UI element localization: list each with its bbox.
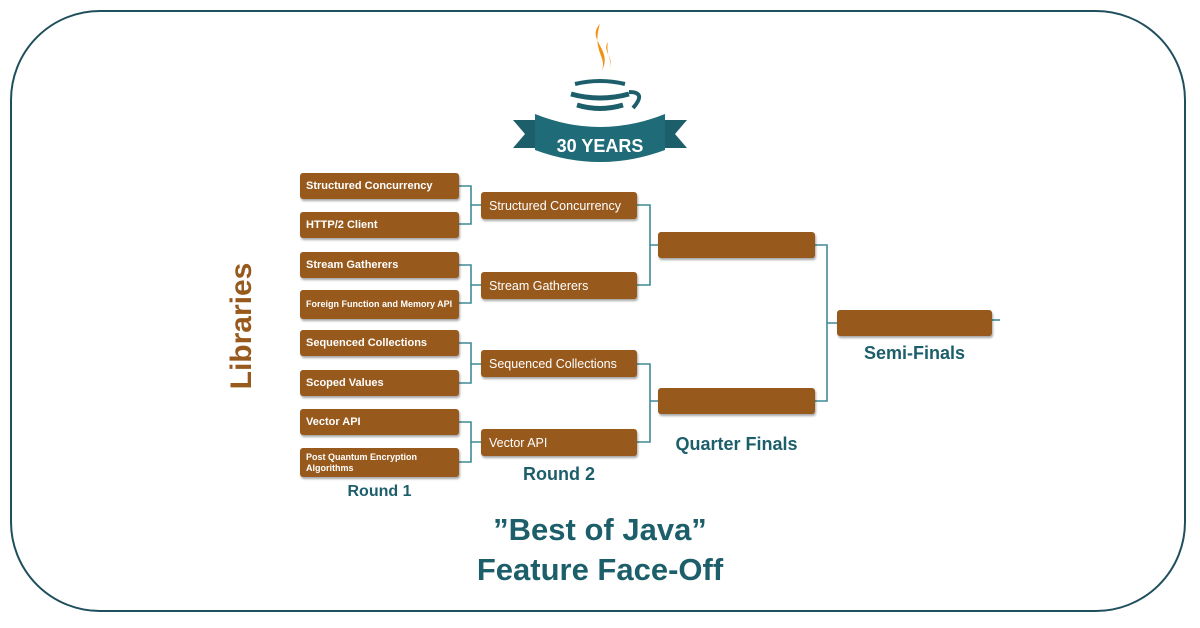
title-line-2: Feature Face-Off bbox=[476, 552, 724, 587]
rounded-frame bbox=[10, 10, 1186, 612]
logo-text: 30 YEARS bbox=[557, 136, 644, 156]
libraries-label: Libraries bbox=[225, 262, 258, 390]
quarter-final-box-1[interactable] bbox=[658, 232, 815, 258]
round1-box-2[interactable]: HTTP/2 Client bbox=[300, 212, 459, 238]
round1-box-3[interactable]: Stream Gatherers bbox=[300, 252, 459, 278]
round2-box-4[interactable]: Vector API bbox=[481, 429, 637, 456]
round1-box-4[interactable]: Foreign Function and Memory API bbox=[300, 290, 459, 319]
round2-box-3[interactable]: Sequenced Collections bbox=[481, 350, 637, 377]
round1-box-8[interactable]: Post Quantum Encryption Algorithms bbox=[300, 448, 459, 477]
round1-box-1[interactable]: Structured Concurrency bbox=[300, 173, 459, 199]
round2-box-1[interactable]: Structured Concurrency bbox=[481, 192, 637, 219]
round2-box-2[interactable]: Stream Gatherers bbox=[481, 272, 637, 299]
round1-box-6[interactable]: Scoped Values bbox=[300, 370, 459, 396]
semi-finals-label: Semi-Finals bbox=[863, 343, 966, 363]
round1-box-5[interactable]: Sequenced Collections bbox=[300, 330, 459, 356]
semi-final-box[interactable] bbox=[837, 310, 992, 336]
round2-label: Round 2 bbox=[523, 464, 595, 484]
title-line-1: ”Best of Java” bbox=[493, 512, 707, 547]
round1-box-7[interactable]: Vector API bbox=[300, 409, 459, 435]
java-30-years-logo: 30 YEARS bbox=[513, 24, 687, 162]
quarter-finals-label: Quarter Finals bbox=[675, 434, 798, 454]
quarter-final-box-2[interactable] bbox=[658, 388, 815, 414]
round1-label: Round 1 bbox=[347, 483, 412, 500]
